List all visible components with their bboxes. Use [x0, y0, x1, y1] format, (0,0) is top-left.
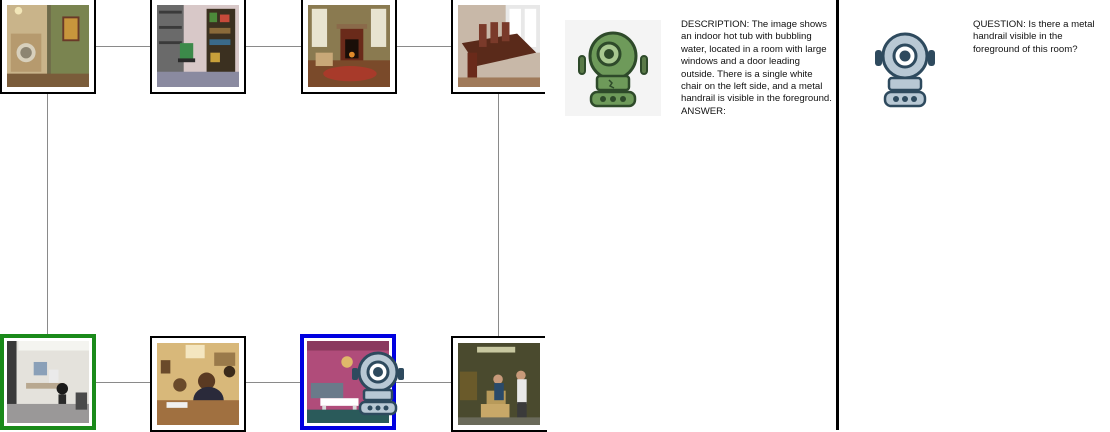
room-image-living — [308, 5, 390, 87]
room-node-laundry[interactable] — [0, 0, 96, 94]
room-image-dining — [458, 5, 540, 87]
graph-clip — [545, 0, 565, 430]
room-node-living[interactable] — [301, 0, 397, 94]
agent-robot-icon — [350, 350, 406, 416]
room-image-laundry — [7, 5, 89, 87]
question-text: QUESTION: Is there a metal handrail visi… — [973, 19, 1095, 55]
describer-robot-card — [565, 20, 661, 116]
room-node-office-start[interactable] — [0, 334, 96, 430]
edge-n5-n6 — [94, 382, 151, 383]
room-node-study[interactable] — [150, 0, 246, 94]
room-graph — [0, 0, 547, 432]
edge-n4-n8 — [498, 94, 499, 336]
panel-divider — [836, 0, 839, 430]
room-image-workspace — [157, 343, 239, 425]
edge-n3-n4 — [396, 46, 453, 47]
room-image-study — [157, 5, 239, 87]
room-node-workspace[interactable] — [150, 336, 246, 432]
room-image-storage — [458, 343, 540, 425]
room-image-office — [7, 341, 89, 423]
edge-n2-n3 — [245, 46, 302, 47]
edge-n7-n8 — [396, 382, 453, 383]
edge-n1-n5 — [47, 94, 48, 336]
room-node-storage[interactable] — [451, 336, 547, 432]
description-text: DESCRIPTION: The image shows an indoor h… — [681, 19, 832, 117]
room-node-dining[interactable] — [451, 0, 547, 94]
edge-n6-n7 — [245, 382, 302, 383]
green-robot-icon — [578, 31, 648, 108]
edge-n1-n2 — [94, 46, 151, 47]
blue-robot-icon — [873, 30, 937, 108]
